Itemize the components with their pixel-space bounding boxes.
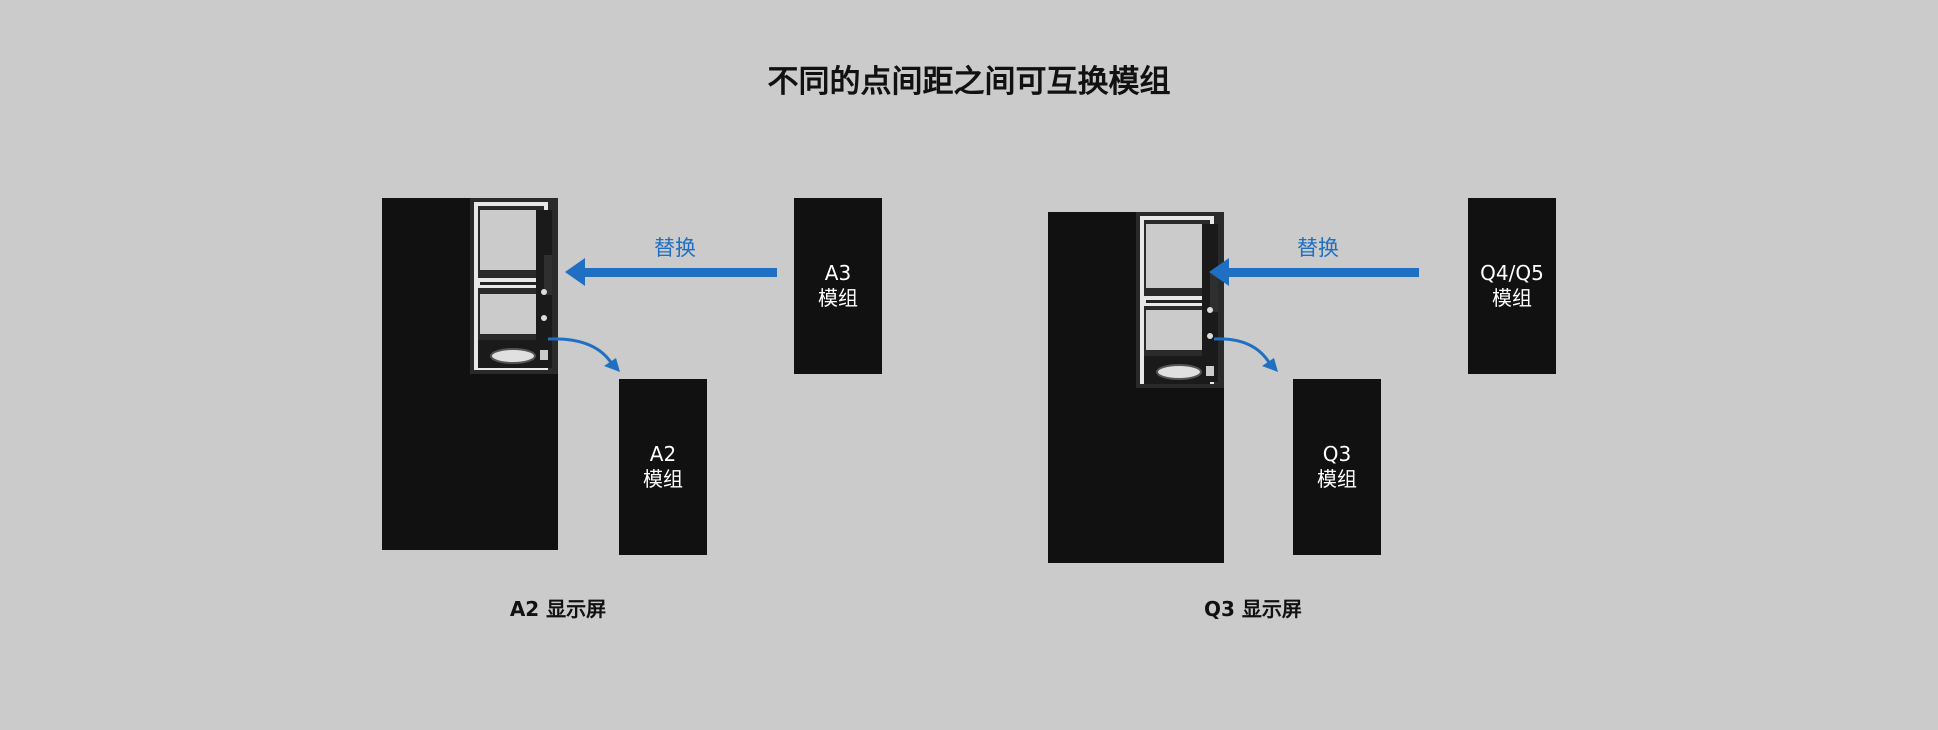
replace-arrow bbox=[565, 258, 777, 286]
incoming-module-label: 模组 bbox=[818, 286, 858, 310]
incoming-module-q4-q5: Q4/Q5 模组 bbox=[1468, 198, 1556, 374]
remove-arrow bbox=[547, 337, 620, 372]
remove-arrow bbox=[1213, 337, 1278, 372]
outgoing-module-name: A2 bbox=[649, 442, 677, 466]
screen-cabinet-bottom-right bbox=[470, 374, 558, 550]
incoming-module-name: A3 bbox=[824, 261, 852, 285]
page-title: 不同的点间距之间可互换模组 bbox=[767, 64, 1171, 100]
exposed-frame bbox=[470, 198, 558, 374]
a2-diagram: 替换 A3 模组 A2 模组 A2 显示屏 bbox=[382, 198, 882, 621]
replace-arrow bbox=[1209, 258, 1419, 286]
screen-cabinet-left bbox=[1048, 212, 1136, 563]
outgoing-module-name: Q3 bbox=[1322, 442, 1352, 466]
screen-cabinet-left bbox=[382, 198, 470, 550]
exposed-frame bbox=[1136, 212, 1224, 388]
incoming-module-label: 模组 bbox=[1492, 286, 1532, 310]
outgoing-module-q3: Q3 模组 bbox=[1293, 379, 1381, 555]
outgoing-module-a2: A2 模组 bbox=[619, 379, 707, 555]
incoming-module-name: Q4/Q5 bbox=[1480, 261, 1544, 285]
screen-caption: Q3 显示屏 bbox=[1204, 597, 1302, 621]
screen-cabinet-bottom-right bbox=[1136, 388, 1224, 563]
incoming-module-a3: A3 模组 bbox=[794, 198, 882, 374]
outgoing-module-label: 模组 bbox=[643, 467, 683, 491]
screen-caption: A2 显示屏 bbox=[509, 597, 607, 621]
q3-diagram: 替换 Q4/Q5 模组 Q3 模组 Q3 显示屏 bbox=[969, 0, 1938, 730]
replace-label: 替换 bbox=[1297, 236, 1339, 260]
replace-label: 替换 bbox=[654, 236, 696, 260]
outgoing-module-label: 模组 bbox=[1317, 467, 1357, 491]
